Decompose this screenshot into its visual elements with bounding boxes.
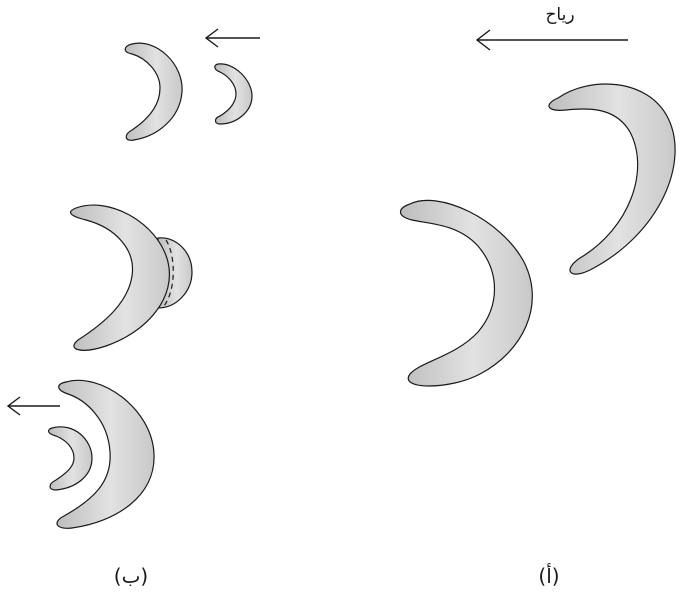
panel-b-label: (ب) xyxy=(114,564,148,588)
dune-large-right xyxy=(549,84,675,274)
panel-a-label: (أ) xyxy=(538,563,559,588)
dune-middle-large xyxy=(71,205,170,350)
wind-arrow-b-top xyxy=(206,29,260,47)
dune-bottom-small xyxy=(49,427,92,490)
dune-top-small xyxy=(215,64,252,124)
panel-b: (ب) xyxy=(8,29,260,588)
wind-label: رياح xyxy=(545,5,574,25)
dune-top-medium xyxy=(125,43,182,140)
wind-arrow-a xyxy=(477,30,628,50)
dune-bottom-large xyxy=(57,380,154,528)
dune-large-left xyxy=(401,200,533,386)
panel-a: رياح (أ) xyxy=(401,5,676,588)
wind-arrow-b-bottom xyxy=(8,397,60,415)
